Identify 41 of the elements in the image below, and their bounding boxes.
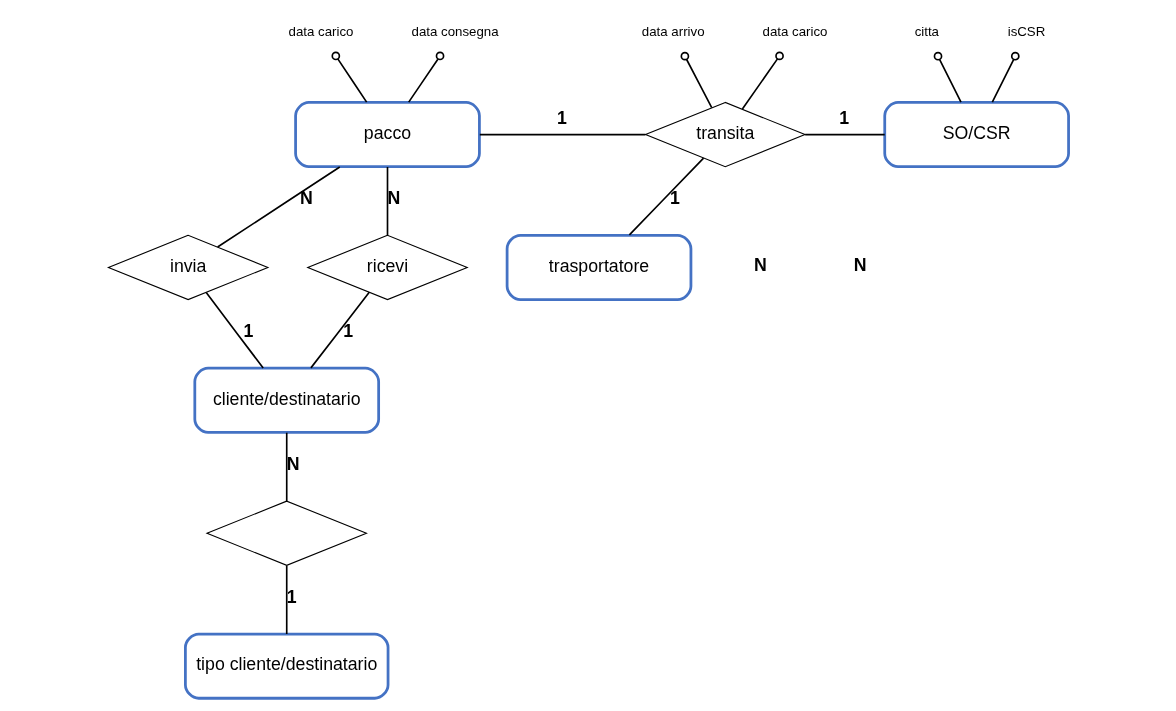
connector — [386, 166, 388, 237]
connector — [933, 51, 962, 103]
connector — [204, 291, 264, 369]
edge-label: 1 — [669, 188, 680, 209]
node-box: pacco — [293, 101, 481, 169]
node-box: tipo cliente/destinatario — [183, 632, 389, 700]
node-diamond: ricevi — [305, 234, 469, 301]
edge-label: N — [387, 188, 400, 209]
node-text: citta — [914, 24, 939, 40]
edge-label: 1 — [286, 586, 297, 607]
node-diamond: invia — [106, 234, 269, 301]
connector — [628, 157, 704, 236]
connector — [285, 431, 288, 502]
label: N — [853, 254, 867, 275]
connector — [680, 51, 713, 109]
node-diamond — [205, 500, 368, 566]
connector — [309, 291, 370, 369]
connector — [407, 51, 444, 103]
node-box: cliente/destinatario — [192, 366, 380, 434]
node-text: data carico — [288, 24, 353, 40]
connector — [990, 51, 1020, 103]
node-diamond: transita — [643, 101, 806, 168]
edge-label: 1 — [243, 321, 253, 342]
node-text: data arrivo — [641, 24, 705, 40]
connector — [803, 133, 886, 136]
connector — [741, 51, 784, 110]
edge-label: N — [286, 453, 300, 474]
connector — [478, 133, 646, 136]
node-box: SO/CSR — [882, 101, 1070, 169]
label: N — [753, 254, 767, 275]
edge-label: 1 — [556, 108, 567, 129]
connector — [285, 564, 288, 635]
node-text: isCSR — [1007, 24, 1045, 40]
connector — [216, 166, 341, 248]
node-text: data consegna — [411, 24, 499, 40]
node-box: trasportatore — [505, 233, 692, 301]
node-text: data carico — [762, 24, 827, 40]
connector — [330, 51, 367, 103]
edge-label: N — [299, 188, 313, 209]
edge-label: 1 — [838, 108, 849, 129]
edge-label: 1 — [342, 321, 353, 342]
